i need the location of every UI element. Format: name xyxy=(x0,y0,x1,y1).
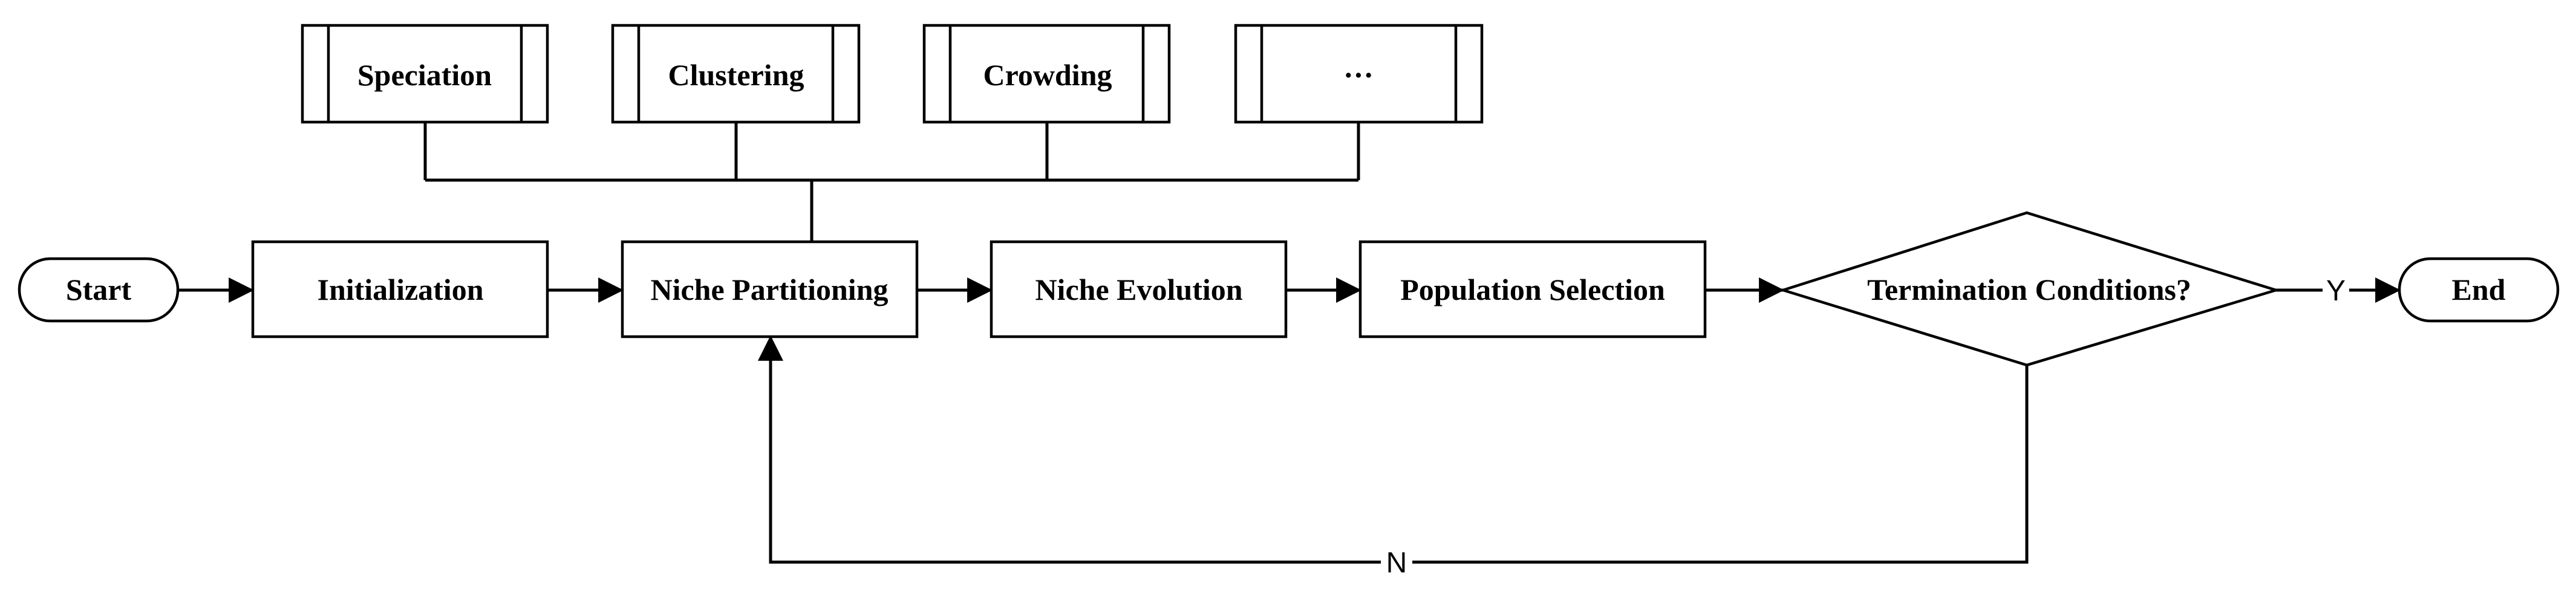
node-niche-evolution-label: Niche Evolution xyxy=(1035,273,1242,306)
node-start-label: Start xyxy=(66,273,132,306)
node-start: Start xyxy=(18,257,180,323)
arrow-termination-no-loop xyxy=(758,335,2029,564)
no-label-bg xyxy=(1381,544,1412,580)
node-initialization-label: Initialization xyxy=(317,273,483,306)
method-more: ··· xyxy=(1234,24,1484,124)
node-end: End xyxy=(2398,257,2560,323)
no-branch-label: N xyxy=(1386,547,1407,579)
node-termination-decision: Termination Conditions? xyxy=(1778,211,2281,367)
node-niche-partitioning-label: Niche Partitioning xyxy=(650,273,888,306)
yes-branch-label: Y xyxy=(2326,275,2346,307)
method-speciation: Speciation xyxy=(301,24,549,124)
method-more-label: ··· xyxy=(1343,58,1374,92)
node-population-selection: Population Selection xyxy=(1358,240,1707,338)
methods-connector xyxy=(423,122,1360,242)
node-termination-label: Termination Conditions? xyxy=(1867,273,2191,306)
method-speciation-label: Speciation xyxy=(357,58,492,92)
node-population-selection-label: Population Selection xyxy=(1400,273,1665,306)
node-niche-partitioning: Niche Partitioning xyxy=(621,240,919,338)
method-crowding-label: Crowding xyxy=(983,58,1112,92)
method-crowding: Crowding xyxy=(922,24,1171,124)
node-niche-evolution: Niche Evolution xyxy=(990,240,1288,338)
method-clustering-label: Clustering xyxy=(668,58,804,92)
node-end-label: End xyxy=(2452,273,2506,306)
yes-label-bg xyxy=(2323,272,2349,308)
node-initialization: Initialization xyxy=(251,240,549,338)
method-clustering: Clustering xyxy=(611,24,861,124)
